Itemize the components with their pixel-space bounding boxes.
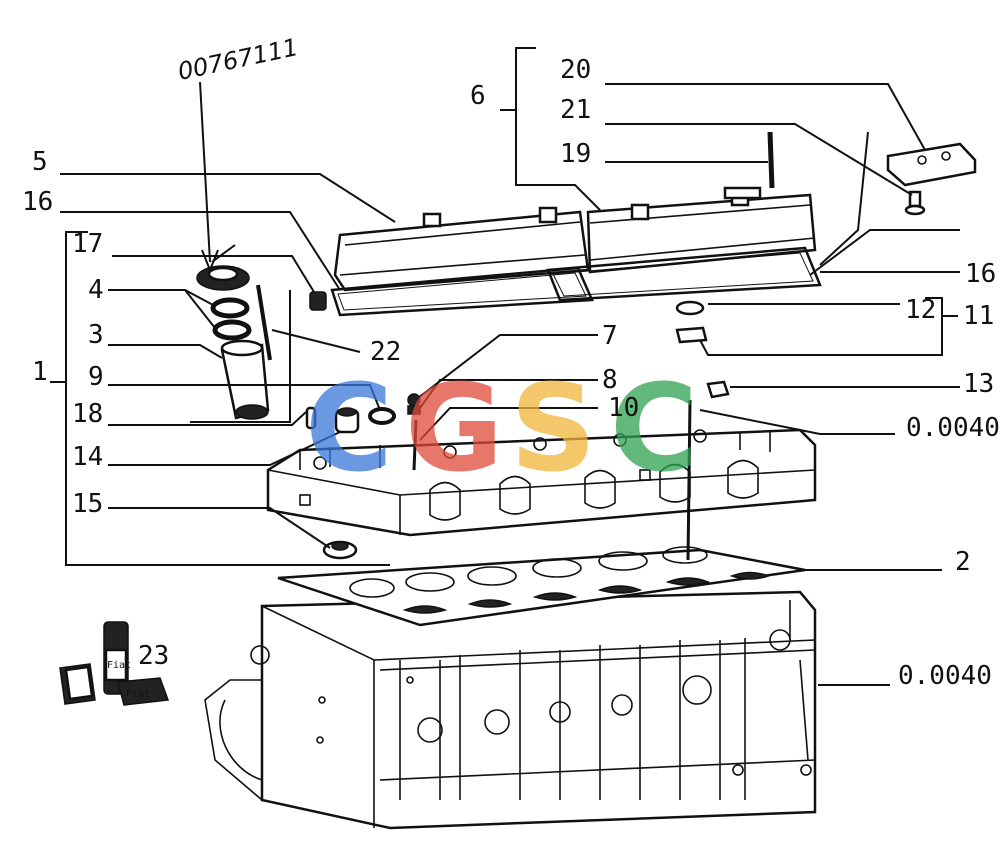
callout-13: 13 <box>963 369 994 399</box>
callout-labels: 00767111 20 6 21 19 5 16 16 17 4 3 1 9 2… <box>22 33 1000 691</box>
callout-9: 9 <box>88 362 104 392</box>
callout-3: 3 <box>88 320 104 350</box>
callout-2: 2 <box>955 547 971 577</box>
callout-22: 22 <box>370 337 401 367</box>
callout-1: 1 <box>32 357 48 387</box>
rocker-cover-front <box>333 206 590 292</box>
rod-22 <box>256 284 272 361</box>
bracket-20 <box>886 142 977 187</box>
watermark: C G S C <box>305 360 698 499</box>
sleeve <box>220 339 270 420</box>
handwritten-part-code: 00767111 <box>175 33 300 86</box>
engine-block <box>204 590 817 830</box>
callout-19: 19 <box>560 139 591 169</box>
tube-label: Fiat <box>107 660 131 671</box>
callout-18: 18 <box>72 399 103 429</box>
callout-0-0040-lower: 0.0040 <box>898 661 992 691</box>
pin-18 <box>305 406 317 430</box>
callout-23: 23 <box>138 641 169 671</box>
box-label: Fiat <box>126 689 150 700</box>
callout-16-right: 16 <box>965 259 996 289</box>
callout-7: 7 <box>602 321 618 351</box>
plug-15 <box>322 540 358 560</box>
callout-10: 10 <box>608 393 639 423</box>
small-bush <box>309 291 327 311</box>
leader-lines <box>50 47 960 686</box>
watermark-letter-1: C <box>305 360 393 499</box>
nut-13 <box>706 380 730 399</box>
seal-rings <box>210 297 252 341</box>
callout-20: 20 <box>560 55 591 85</box>
callout-4: 4 <box>88 275 104 305</box>
cylinder-head <box>266 428 817 537</box>
bush-14 <box>334 407 360 434</box>
callout-17: 17 <box>72 229 103 259</box>
nut-11 <box>675 326 708 344</box>
callout-11: 11 <box>963 301 994 331</box>
nut-12 <box>675 300 705 316</box>
sealant-kit-23: Fiat Fiat <box>59 621 170 706</box>
watermark-letter-3: S <box>510 360 596 499</box>
stud-19 <box>767 131 775 189</box>
callout-5: 5 <box>32 147 48 177</box>
callout-6: 6 <box>470 81 486 111</box>
washer-8 <box>407 405 421 415</box>
callout-8: 8 <box>602 365 618 395</box>
callout-14: 14 <box>72 442 103 472</box>
rocker-cover-rear <box>586 186 817 274</box>
rocker-cover-gaskets <box>330 246 822 317</box>
callout-16-left: 16 <box>22 187 53 217</box>
head-studs <box>412 399 692 561</box>
callout-21: 21 <box>560 95 591 125</box>
bolt-21 <box>904 190 926 216</box>
oil-filler-cap <box>196 265 250 291</box>
washer-9 <box>368 407 396 425</box>
callout-0-0040-upper: 0.0040 <box>906 413 1000 443</box>
callout-12: 12 <box>905 295 936 325</box>
watermark-letter-2: G <box>405 360 504 499</box>
callout-15: 15 <box>72 489 103 519</box>
watermark-letter-4: C <box>610 360 698 499</box>
